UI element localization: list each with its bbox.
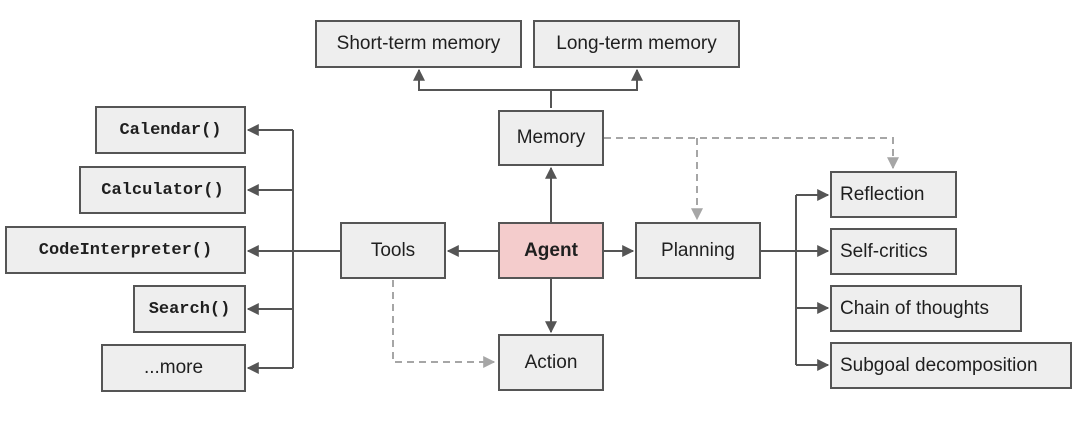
code-interpreter-tool-node: CodeInterpreter() <box>5 226 246 274</box>
action-node: Action <box>498 334 604 391</box>
edge-tools-bus <box>292 130 340 368</box>
short-term-memory-node: Short-term memory <box>315 20 522 68</box>
edge-memory-to-memory-types <box>413 68 552 108</box>
tools-node: Tools <box>340 222 446 279</box>
edge-planning-bus <box>761 195 797 365</box>
calculator-tool-node: Calculator() <box>79 166 246 214</box>
calendar-tool-node: Calendar() <box>95 106 246 154</box>
memory-node: Memory <box>498 110 604 166</box>
search-tool-node: Search() <box>133 285 246 333</box>
planning-node: Planning <box>635 222 761 279</box>
dashed-edge-memory-to-reflection <box>604 137 899 170</box>
edge-memory-to-long-term-memory <box>551 68 643 91</box>
subgoal-decomposition-node: Subgoal decomposition <box>830 342 1072 389</box>
long-term-memory-node: Long-term memory <box>533 20 740 68</box>
reflection-node: Reflection <box>830 171 957 218</box>
agent-node: Agent <box>498 222 604 279</box>
self-critics-node: Self-critics <box>830 228 957 275</box>
dashed-edge-tools-to-action <box>392 280 496 368</box>
chain-of-thoughts-node: Chain of thoughts <box>830 285 1022 332</box>
more-tools-node: ...more <box>101 344 246 392</box>
